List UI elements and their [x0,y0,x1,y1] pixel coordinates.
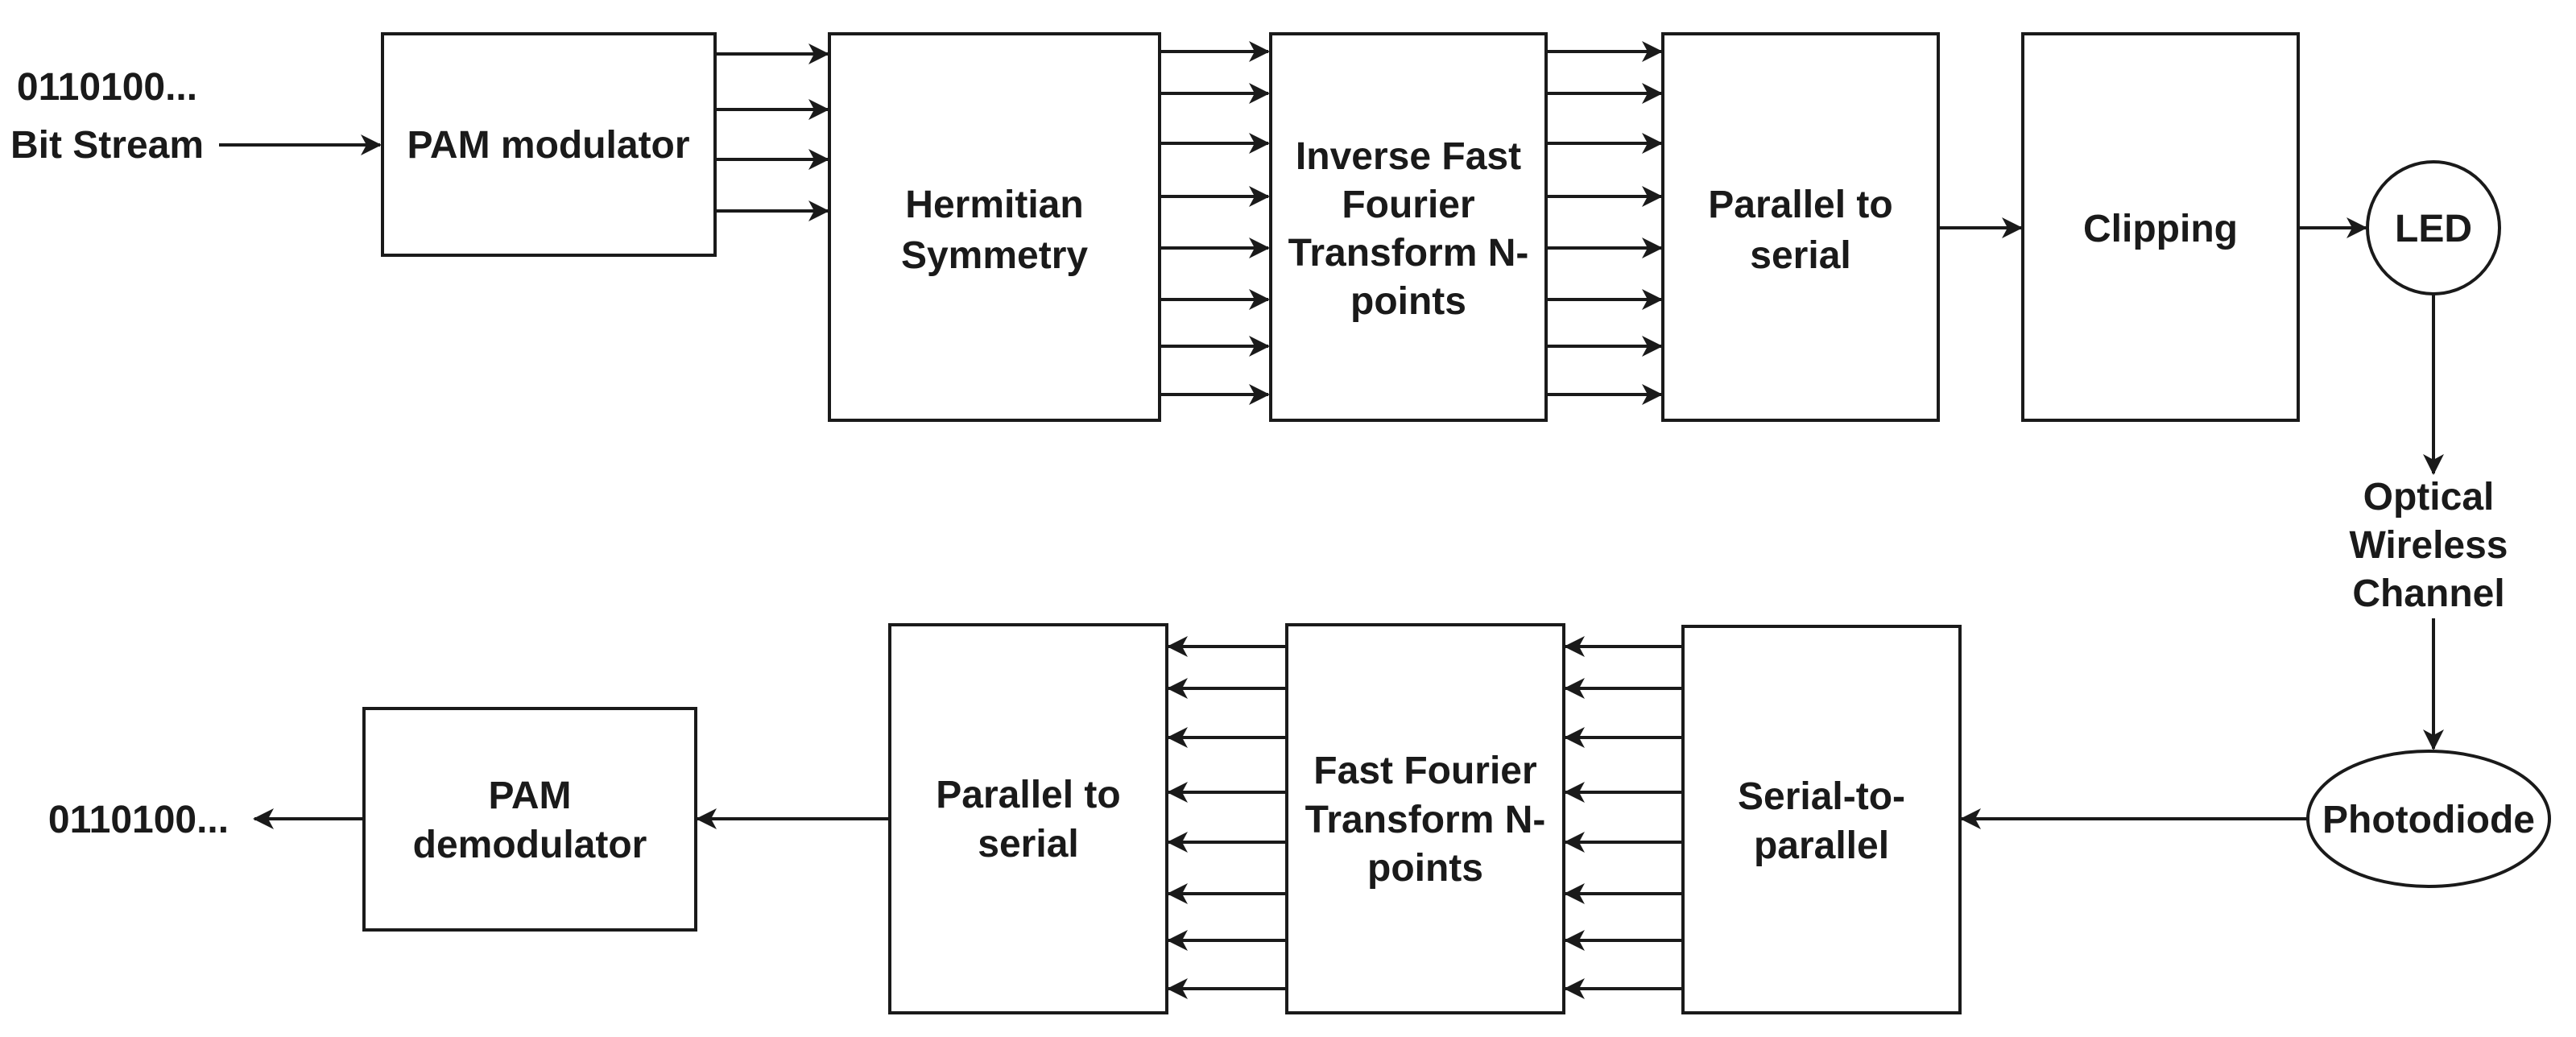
pam-modulator-label: PAM modulator [407,124,689,167]
fft-block: Fast Fourier Transform N- points [1285,623,1565,1014]
fft-label-line-3: points [1367,847,1483,890]
s2p-label-line-2: parallel [1754,824,1889,867]
fft-label-line-2: Transform N- [1305,799,1546,841]
led-label: LED [2395,208,2472,250]
hermitian-symmetry-block: Hermitian Symmetry [828,32,1161,422]
ifft-label-line-1: Inverse Fast [1296,135,1521,178]
channel-label-line-2: Wireless [2349,524,2508,567]
p2s-tx-label-line-2: serial [1750,234,1850,277]
arrows-ifft-to-p2s [1548,41,1663,405]
p2s-rx-label-line-1: Parallel to [936,774,1120,816]
arrows-hermitian-to-ifft [1161,41,1270,405]
clipping-label: Clipping [2083,208,2238,250]
parallel-to-serial-tx-block: Parallel to serial [1661,32,1940,422]
parallel-to-serial-rx-block: Parallel to serial [888,623,1168,1014]
s2p-label-line-1: Serial-to- [1738,775,1905,818]
pam-demod-label-line-1: PAM [488,775,571,817]
photodiode-label: Photodiode [2322,799,2535,841]
ifft-label-line-2: Fourier [1342,184,1474,226]
p2s-rx-label-line-2: serial [978,823,1078,866]
pam-demod-label-line-2: demodulator [413,824,647,866]
pam-demodulator-block: PAM demodulator [362,707,697,932]
led-node: LED [2366,160,2501,295]
hermitian-label-line-2: Symmetry [901,234,1088,277]
arrows-s2p-to-fft [1564,636,1681,999]
p2s-tx-label-line-1: Parallel to [1708,184,1892,226]
clipping-block: Clipping [2021,32,2300,422]
ifft-block: Inverse Fast Fourier Transform N- points [1269,32,1548,422]
serial-to-parallel-block: Serial-to- parallel [1681,625,1962,1014]
channel-label-line-3: Channel [2352,572,2504,615]
input-bit-stream-label: Bit Stream [10,124,204,167]
output-bit-sequence: 0110100... [48,799,229,841]
pam-modulator-block: PAM modulator [381,32,717,257]
input-bit-sequence: 0110100... [17,66,197,109]
hermitian-label-line-1: Hermitian [905,184,1083,226]
arrows-fft-to-p2s [1167,636,1285,999]
optical-wireless-channel-label: Optical Wireless Channel [2349,476,2508,615]
ifft-label-line-3: Transform N- [1288,232,1529,275]
ifft-label-line-4: points [1350,280,1466,323]
channel-label-line-1: Optical [2363,476,2495,518]
fft-label-line-1: Fast Fourier [1313,750,1536,792]
photodiode-node: Photodiode [2306,750,2551,888]
arrows-pam-to-hermitian [717,43,829,221]
